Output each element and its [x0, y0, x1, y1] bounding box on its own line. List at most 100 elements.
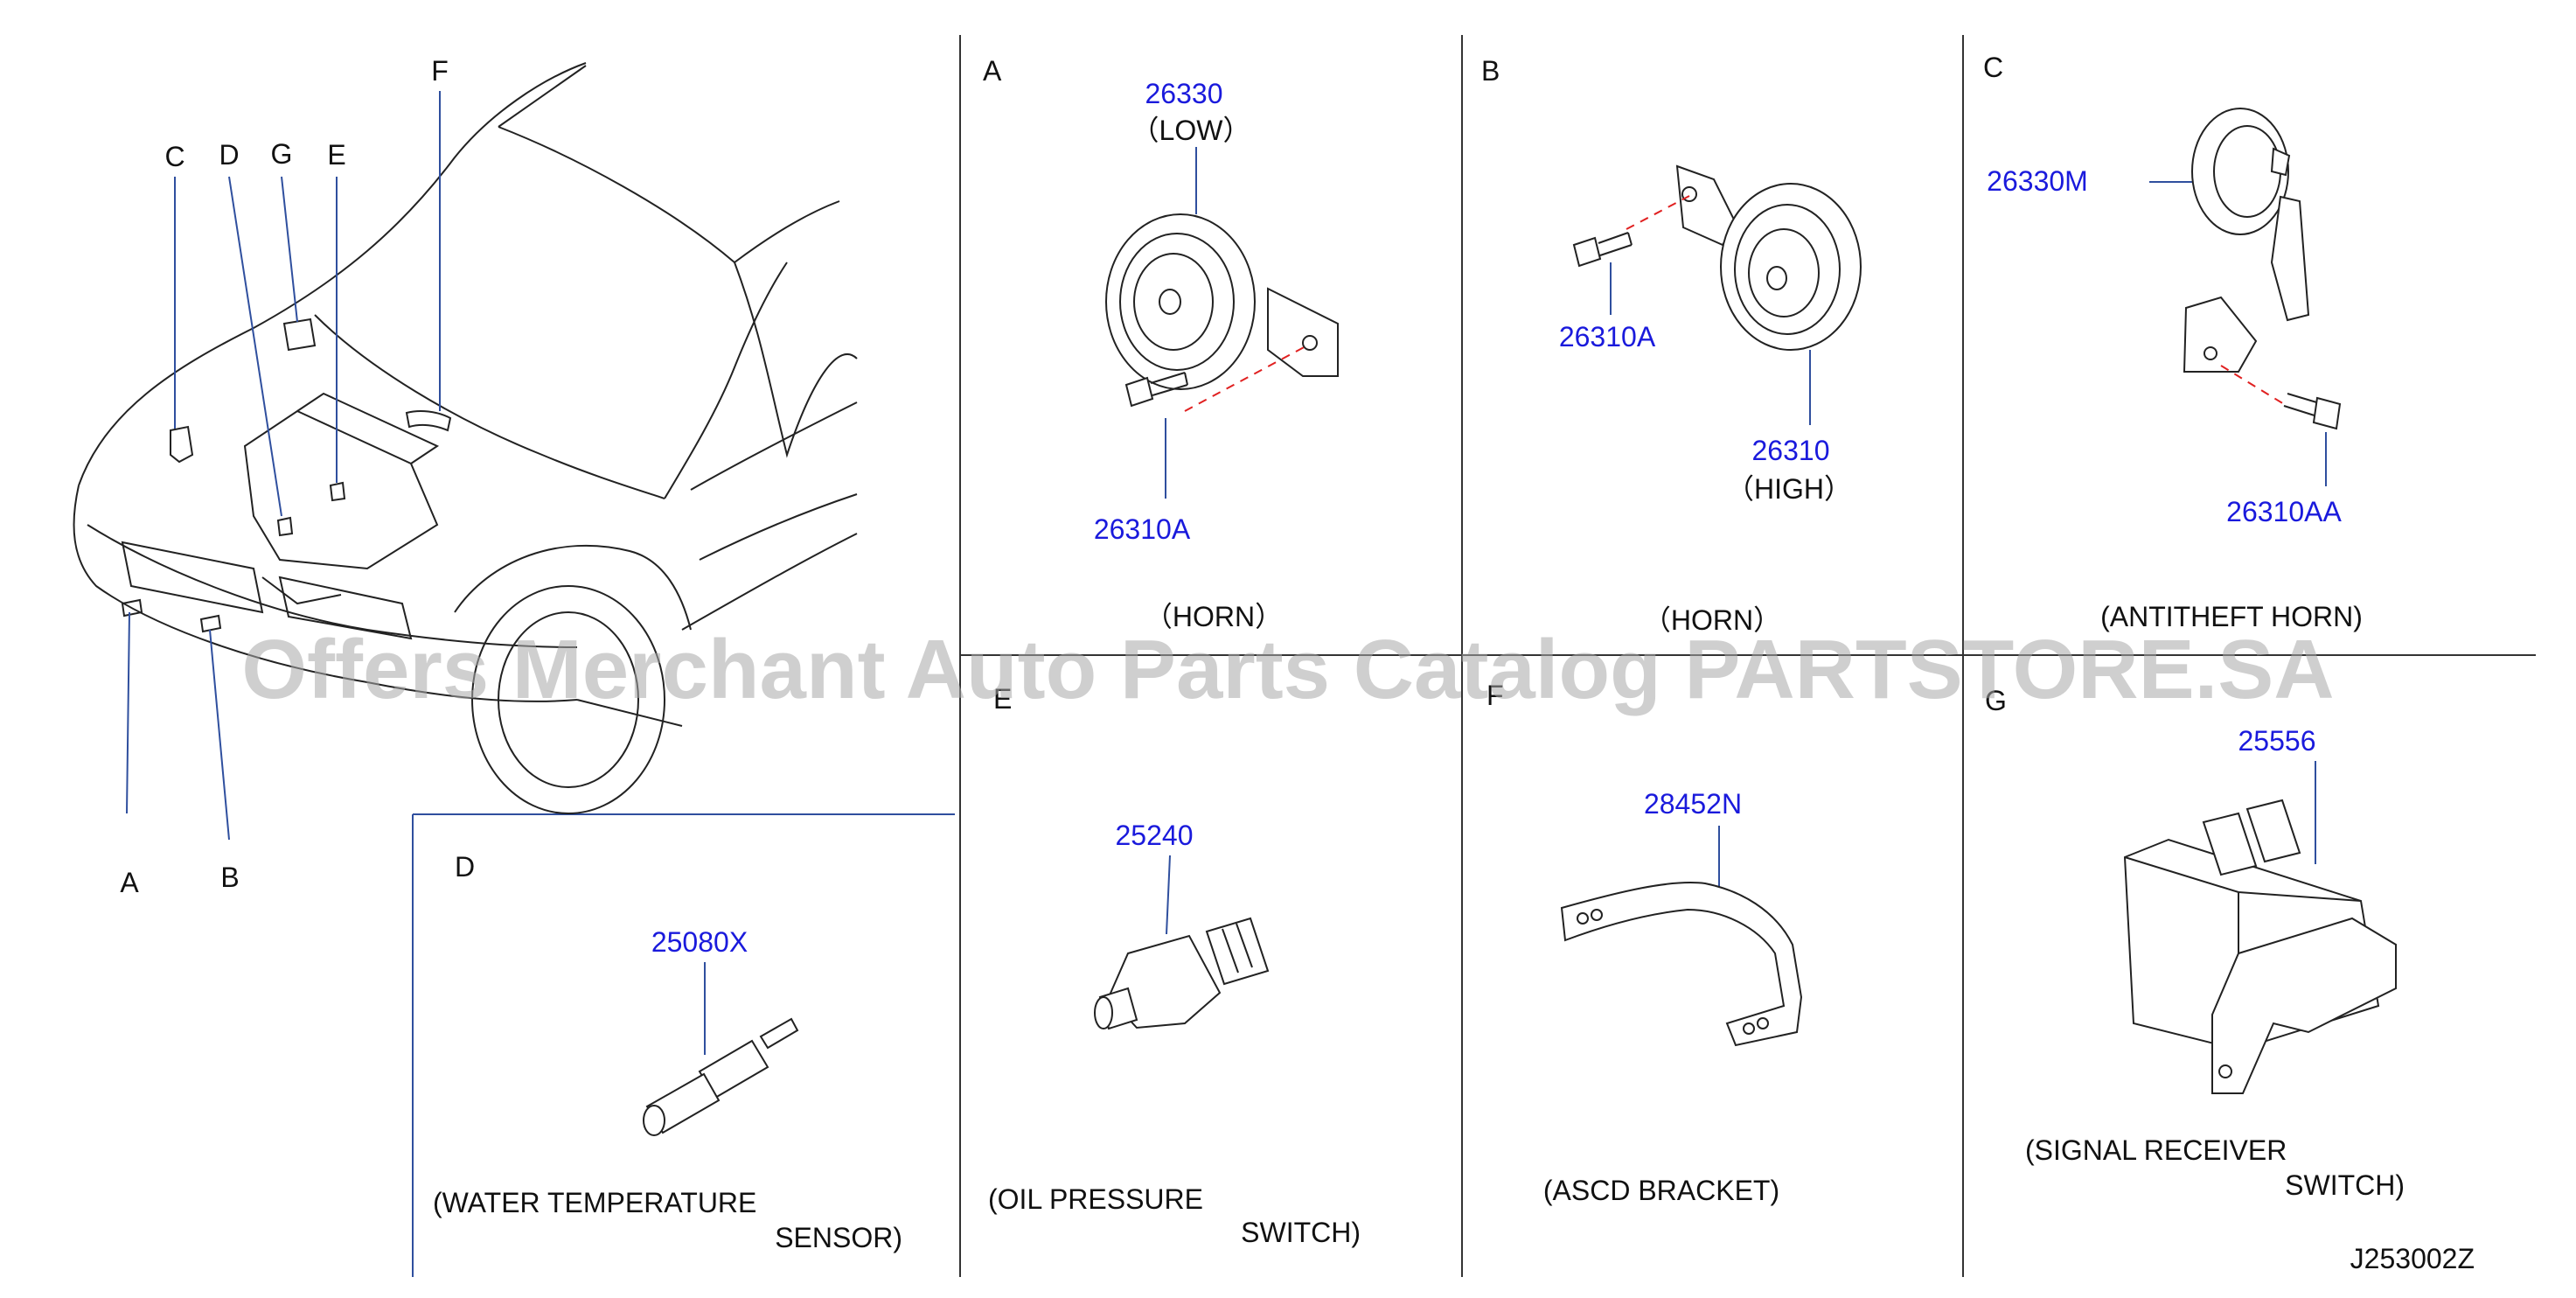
marker-e-switch	[329, 481, 346, 502]
ascd-hole-2	[1591, 909, 1603, 921]
horn-low-ring	[1119, 233, 1235, 371]
ascd-hole-3	[1743, 1022, 1755, 1035]
panel-b-letter: B	[1481, 55, 1500, 87]
part-number-26310: 26310	[1752, 435, 1830, 466]
callout-d: D	[219, 139, 239, 171]
caption-g-line1: (SIGNAL RECEIVER	[2025, 1134, 2287, 1166]
receiver-mount-bracket	[2211, 917, 2397, 1094]
bolt-b-shank	[1598, 232, 1633, 256]
a-pillar-base	[734, 200, 840, 263]
callout-b: B	[220, 862, 239, 893]
horn-high-ring	[1734, 204, 1841, 335]
oil-switch-connector-ribs	[1222, 923, 1253, 974]
callout-g: G	[271, 138, 293, 170]
caption-d-line2: SENSOR)	[775, 1222, 902, 1253]
panel-f: F 28452N (ASCD BRACKET)	[1486, 680, 1803, 1206]
part-number-26330: 26330	[1145, 78, 1223, 109]
antitheft-bracket-hole	[2204, 346, 2217, 360]
horn-high-bracket-hole	[1681, 186, 1697, 202]
callout-a: A	[120, 867, 139, 898]
body-side-lower	[681, 533, 858, 631]
oil-switch-connector	[1205, 917, 1270, 986]
watermark-text: Offers Merchant Auto Parts Catalog PARTS…	[241, 623, 2334, 716]
caption-g-line2: SWITCH)	[2285, 1169, 2405, 1201]
caption-d-line1: (WATER TEMPERATURE	[433, 1187, 756, 1218]
front-wheel	[471, 585, 665, 814]
caption-c: (ANTITHEFT HORN)	[2100, 601, 2363, 632]
part-number-25080x: 25080X	[651, 926, 748, 958]
ascd-bracket	[1560, 882, 1803, 1047]
panel-b: B 26310A 26310 （HIGH） （HORN）	[1481, 55, 1862, 636]
windshield-top	[498, 65, 587, 128]
panel-a: A 26330 （LOW） 26310A （HORN）	[983, 55, 1339, 632]
bolt-c-head	[2312, 396, 2342, 430]
vehicle-overview: C D G E F A B	[73, 55, 858, 898]
part-number-28452n: 28452N	[1644, 788, 1742, 820]
engine-block	[243, 409, 439, 570]
sensor-terminal	[759, 1017, 799, 1050]
hood-left-edge	[78, 62, 587, 486]
part-number-26310aa: 26310AA	[2226, 496, 2342, 527]
hood-centre-line	[314, 314, 665, 499]
part-number-26330m: 26330M	[1987, 165, 2088, 197]
bolt-b-head	[1572, 236, 1602, 268]
horn-low-bracket-hole	[1302, 335, 1318, 351]
front-bumper	[73, 485, 578, 702]
part-note-high: （HIGH）	[1726, 473, 1852, 505]
leader-25240	[1166, 855, 1171, 935]
panel-e: E 25240 (OIL PRESSURE SWITCH)	[988, 683, 1361, 1248]
panel-c-letter: C	[1983, 52, 2003, 83]
horn-high-guide	[1626, 195, 1690, 230]
callout-f: F	[431, 55, 449, 87]
hood-right-edge	[664, 262, 788, 499]
horn-low-center	[1159, 289, 1181, 315]
front-wheel-hub	[498, 611, 639, 788]
horn-low-guide	[1184, 345, 1308, 412]
part-number-25556: 25556	[2238, 725, 2316, 757]
horn-low-bracket	[1267, 287, 1339, 377]
oil-switch-tip	[1094, 996, 1113, 1029]
panel-e-letter: E	[993, 683, 1012, 715]
marker-a-horn	[121, 598, 143, 618]
callout-e: E	[327, 139, 345, 171]
wheel-arch	[454, 544, 692, 631]
marker-f-bracket	[405, 410, 452, 432]
antitheft-guide	[2220, 365, 2285, 405]
antitheft-horn-body	[2191, 108, 2289, 235]
bumper-crease	[87, 524, 578, 648]
marker-d-sensor	[276, 516, 294, 537]
part-number-26310a-a: 26310A	[1094, 513, 1191, 545]
panel-g: G 25556 (SIGNAL RECEIVER SWITCH)	[1985, 685, 2405, 1201]
marker-c-horn	[170, 425, 194, 464]
horn-low-diaphragm	[1133, 253, 1214, 351]
panel-d-letter: D	[455, 851, 475, 883]
leader-b	[209, 629, 230, 841]
grille	[278, 576, 413, 640]
antitheft-horn-terminal	[2270, 147, 2291, 177]
body-side-upper	[690, 401, 858, 491]
leader-d	[228, 176, 282, 517]
part-number-26310a-b: 26310A	[1559, 321, 1656, 352]
horn-high-center	[1766, 266, 1787, 290]
engine-cover-top	[296, 392, 440, 464]
part-number-25240: 25240	[1116, 820, 1194, 851]
panel-d: D 25080X (WATER TEMPERATURE SENSOR)	[433, 851, 902, 1253]
headlamp	[121, 541, 264, 614]
bolt-a-shank	[1150, 372, 1188, 396]
fender-top	[734, 262, 858, 458]
lower-valance	[576, 699, 683, 727]
ascd-hole-1	[1577, 912, 1589, 925]
leader-a	[126, 611, 130, 814]
cowl-line	[498, 126, 735, 263]
diagram-code: J253002Z	[2350, 1243, 2475, 1274]
ascd-hole-4	[1757, 1017, 1769, 1029]
part-note-low: （LOW）	[1131, 115, 1251, 146]
engine-lower	[261, 576, 342, 605]
body-side-crease	[699, 493, 858, 561]
caption-a: （HORN）	[1145, 601, 1283, 632]
leader-g	[281, 176, 298, 323]
caption-e-line1: (OIL PRESSURE	[988, 1183, 1203, 1215]
horn-high-diaphragm	[1748, 228, 1820, 318]
panel-f-letter: F	[1486, 680, 1504, 711]
